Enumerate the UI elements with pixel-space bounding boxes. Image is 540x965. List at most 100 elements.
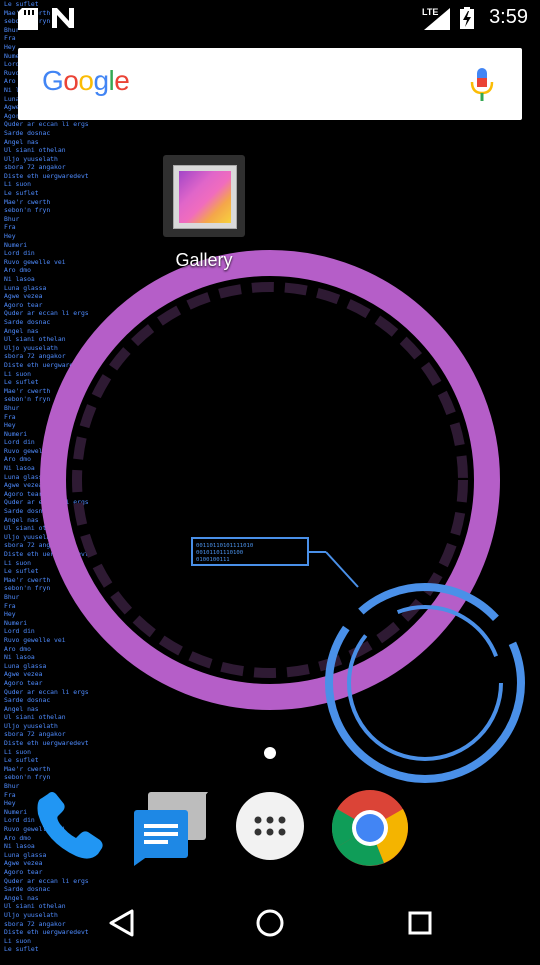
wallpaper-text-line: Aro dmo	[4, 77, 31, 86]
recents-icon	[408, 911, 432, 935]
dashed-inner-ring	[72, 282, 468, 678]
back-button[interactable]	[76, 886, 166, 960]
wallpaper-text-line: Li suon	[4, 180, 31, 189]
wallpaper-text-line: sebon'n fryn	[4, 773, 51, 782]
wallpaper-text-line: Hey	[4, 42, 16, 51]
wallpaper-text-line: Li suon	[4, 558, 31, 567]
wallpaper-text-line: Lord din	[4, 816, 35, 825]
gallery-app[interactable]: Gallery	[150, 152, 258, 274]
wallpaper-text-line: Luna glassa	[4, 850, 47, 859]
google-logo-letter: o	[78, 65, 94, 96]
wallpaper-text-line: Angel nas	[4, 704, 39, 713]
status-bar: LTE 3:59	[0, 0, 540, 36]
wallpaper-text-line: Lord din	[4, 627, 35, 636]
wallpaper-text-line: Li suon	[4, 369, 31, 378]
wallpaper-text-line: Agoro tear	[4, 489, 43, 498]
gallery-label: Gallery	[175, 250, 233, 270]
wallpaper-text-line: Lord din	[4, 249, 35, 258]
wallpaper-text-line: sbora 72 angakor	[4, 919, 66, 928]
chrome-app[interactable]	[331, 790, 409, 866]
wallpaper-text-line: Agoro tear	[4, 300, 43, 309]
widget-pointer-diagonal	[325, 551, 359, 588]
wallpaper-text-line: sebon'n fryn	[4, 395, 51, 404]
google-logo-letter: l	[108, 65, 115, 96]
wallpaper-text-line: Ruvo gewelle vei	[4, 446, 66, 455]
chrome-icon	[331, 790, 409, 866]
phone-app[interactable]	[32, 790, 108, 866]
wallpaper-text-line: Numeri	[4, 240, 28, 249]
google-logo: Google	[42, 65, 130, 97]
wallpaper-text-line: Sarde dosnac	[4, 885, 51, 894]
microphone-icon[interactable]	[470, 68, 494, 102]
wallpaper-text-line: Agwe vezea	[4, 292, 43, 301]
status-clock: 3:59	[489, 6, 528, 28]
wallpaper-text-line: Ni lasoa	[4, 842, 35, 851]
wallpaper-text-line: Diste eth uergwaredevt	[4, 928, 89, 937]
n-notification-icon	[52, 8, 74, 28]
wallpaper-text-line: Le suflet	[4, 189, 39, 198]
wallpaper-text-line: Aro dmo	[4, 644, 31, 653]
wallpaper-text-line: Luna glassa	[4, 283, 47, 292]
wallpaper-text-line: Numeri	[4, 807, 28, 816]
wallpaper-text-line: sbora 72 angakor	[4, 541, 66, 550]
gallery-icon	[163, 155, 245, 237]
signal-icon	[424, 8, 450, 30]
wallpaper-text-line: Aro dmo	[4, 266, 31, 275]
wallpaper-text-line: Quder ar eccan li ergs	[4, 120, 89, 129]
wallpaper-text-line: Fra	[4, 601, 16, 610]
wallpaper-text-line: Uljo yuuselath	[4, 154, 58, 163]
home-button[interactable]	[225, 886, 315, 960]
wallpaper-text-line: Numeri	[4, 51, 28, 60]
back-icon	[109, 909, 134, 937]
wallpaper-text-line: Lord din	[4, 438, 35, 447]
sd-card-icon	[18, 8, 38, 30]
wallpaper-text-line: Uljo yuuselath	[4, 910, 58, 919]
wallpaper-text-line: Mae'r cwerth	[4, 575, 51, 584]
wallpaper-text-line: sebon'n fryn	[4, 584, 51, 593]
wallpaper-text-line: Mae'r cwerth	[4, 386, 51, 395]
app-drawer-icon	[236, 792, 304, 860]
wallpaper-text-line: sbora 72 angakor	[4, 352, 66, 361]
wallpaper-text-line: Ni lasoa	[4, 275, 35, 283]
outer-purple-ring	[40, 250, 500, 710]
wallpaper-text-line: Quder ar eccan li ergs	[4, 876, 89, 885]
wallpaper-text-line: Bhur	[4, 403, 20, 412]
wallpaper-text-line: Luna glassa	[4, 472, 47, 481]
wallpaper-text-line: Quder ar eccan li ergs	[4, 687, 89, 696]
wallpaper-text-line: Le suflet	[4, 567, 39, 576]
blue-outer-ring	[325, 583, 525, 783]
messenger-app[interactable]	[130, 790, 208, 866]
app-drawer-button[interactable]	[232, 790, 308, 866]
wallpaper-text-line: Aro dmo	[4, 833, 31, 842]
wallpaper-text-line: Uljo yuuselath	[4, 343, 58, 352]
wallpaper-text-line: Sarde dosnac	[4, 128, 51, 137]
google-search-bar[interactable]: Google	[18, 48, 522, 120]
wallpaper-text-line: Numeri	[4, 429, 28, 438]
wallpaper-text-line: Bhur	[4, 214, 20, 223]
recents-button[interactable]	[375, 886, 465, 960]
wallpaper-text-line: Le suflet	[4, 756, 39, 765]
wallpaper-text-line: Ni lasoa	[4, 464, 35, 473]
wallpaper-text-line: Le suflet	[4, 945, 39, 954]
widget-readout-line-3: 0100100111	[196, 557, 230, 563]
wallpaper-text-line: Ul siani othelan	[4, 146, 66, 155]
battery-charging-icon	[460, 7, 474, 29]
widget-readout-line-2: 00101101110100	[196, 550, 243, 556]
wallpaper-text-line: Hey	[4, 421, 16, 430]
wallpaper-text-line: Agwe vezea	[4, 670, 43, 679]
wallpaper-text-line: Bhur	[4, 25, 20, 34]
wallpaper-text-line: Agoro tear	[4, 678, 43, 687]
wallpaper-text-line: Ul siani othelan	[4, 902, 66, 911]
wallpaper-text-line: Hey	[4, 610, 16, 619]
widget-readout-line-1: 00110110101111010	[196, 543, 253, 549]
wallpaper-text-line: Ruvo gewelle vei	[4, 257, 66, 266]
wallpaper-text-line: Diste eth uergwaredevt	[4, 739, 89, 748]
wallpaper-text-line: Ruvo gewelle vei	[4, 825, 66, 833]
wallpaper-text-line: Li suon	[4, 747, 31, 756]
wallpaper-text-line: Hey	[4, 232, 16, 241]
wallpaper-text-line: Diste eth uergwaredevt	[4, 171, 89, 180]
wallpaper-text-line: Ni lasoa	[4, 653, 35, 662]
wallpaper-text-line: Luna glassa	[4, 661, 47, 670]
